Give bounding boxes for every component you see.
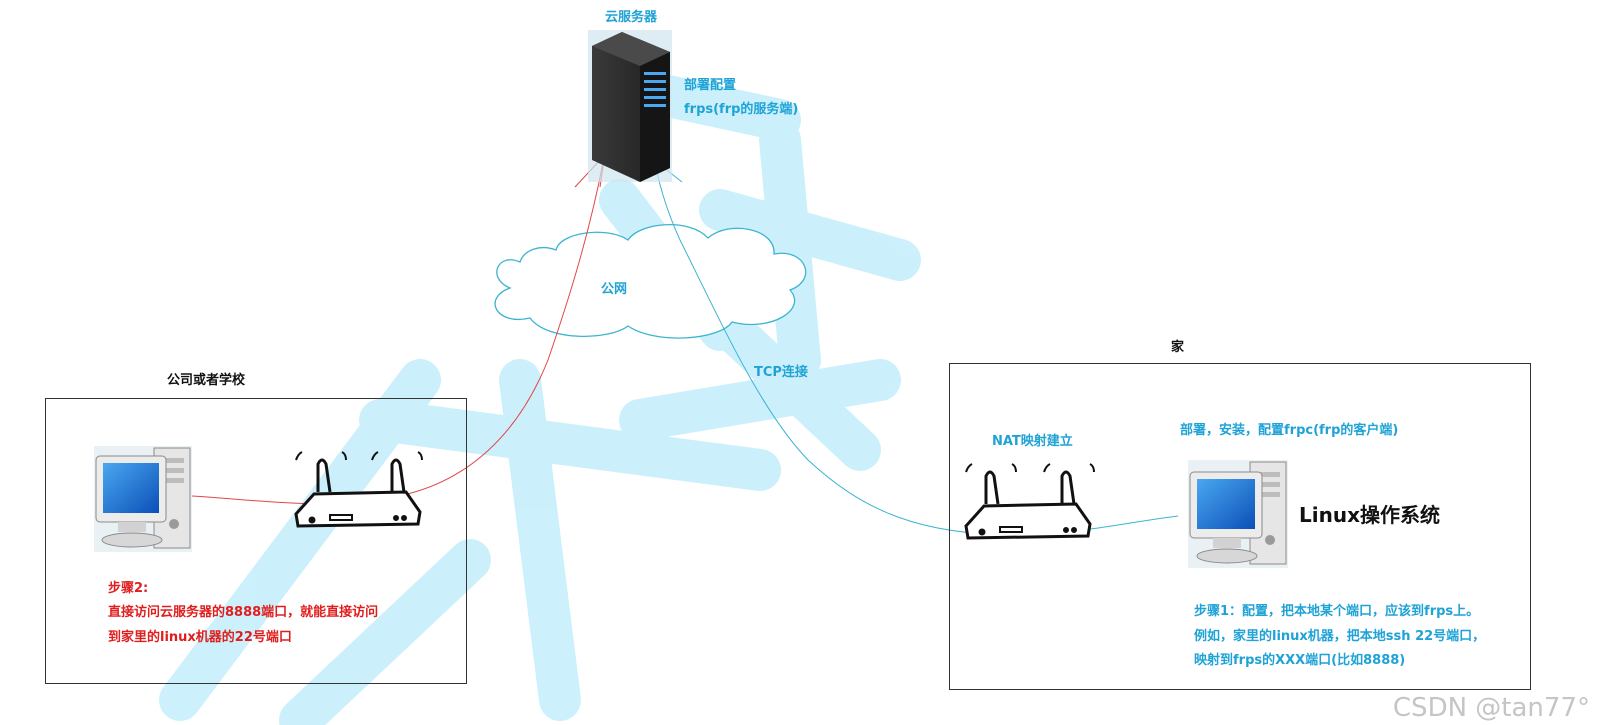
home-router-icon bbox=[964, 463, 1095, 540]
office-to-server-line bbox=[191, 157, 605, 505]
server-title: 云服务器 bbox=[605, 10, 658, 25]
tcp-connection-label: TCP连接 bbox=[754, 365, 808, 380]
home-title: 家 bbox=[1171, 340, 1185, 355]
cloud-icon bbox=[494, 224, 807, 339]
frpc-deploy-label: 部署，安装，配置frpc(frp的客户端) bbox=[1180, 423, 1399, 438]
office-region-box bbox=[45, 398, 467, 684]
home-pc-icon bbox=[1188, 460, 1288, 568]
server-note-line1: 部署配置 bbox=[684, 78, 737, 93]
home-region-box bbox=[949, 363, 1531, 690]
csdn-watermark: CSDN @tan77° bbox=[1392, 693, 1590, 723]
home-step-line2: 例如，家里的linux机器，把本地ssh 22号端口， bbox=[1194, 629, 1486, 644]
linux-os-label: Linux操作系统 bbox=[1299, 503, 1440, 527]
office-title: 公司或者学校 bbox=[167, 373, 246, 388]
nat-mapping-label: NAT映射建立 bbox=[992, 434, 1073, 449]
home-step-line1: 步骤1：配置，把本地某个端口，应该到frps上。 bbox=[1194, 604, 1480, 619]
cloud-label: 公网 bbox=[601, 282, 628, 297]
home-step-line3: 映射到frps的XXX端口(比如8888) bbox=[1194, 653, 1406, 668]
office-step-line1: 直接访问云服务器的8888端口，就能直接访问 bbox=[108, 605, 379, 620]
server-note-line2: frps(frp的服务端) bbox=[684, 102, 799, 117]
server-tower-icon bbox=[588, 30, 672, 182]
office-router-icon bbox=[294, 451, 423, 528]
office-step-line2: 到家里的linux机器的22号端口 bbox=[108, 630, 292, 645]
office-step-title: 步骤2: bbox=[108, 581, 149, 596]
office-pc-icon bbox=[94, 446, 192, 552]
